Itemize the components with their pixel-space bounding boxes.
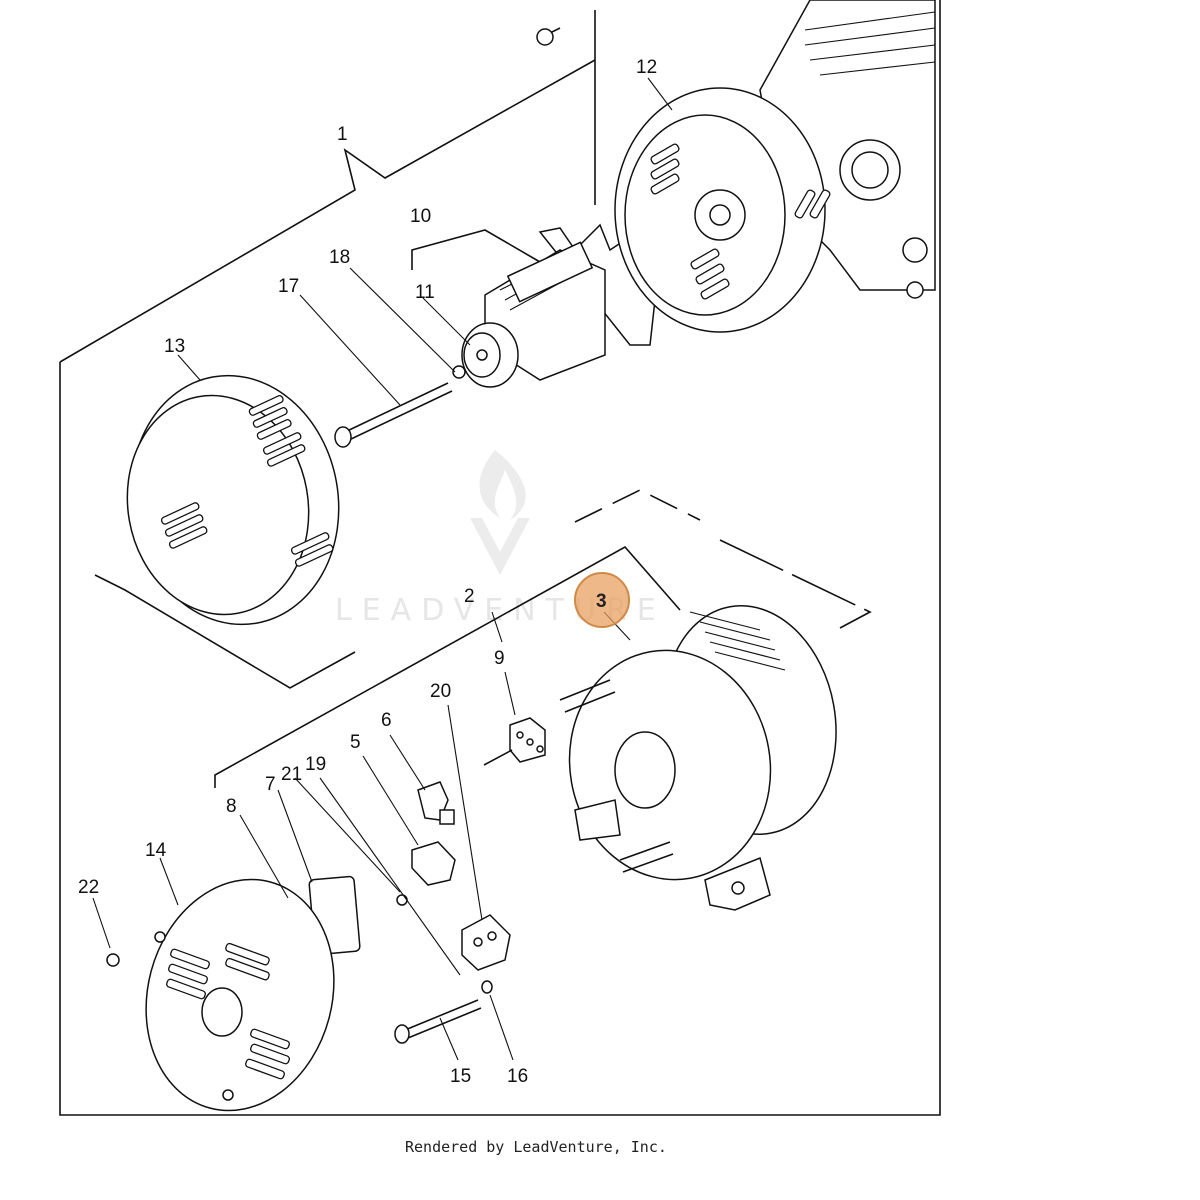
callout-21: 21 [281, 764, 302, 785]
callout-12: 12 [636, 57, 657, 78]
through-bolt-part [334, 382, 453, 448]
callout-15: 15 [450, 1066, 471, 1087]
callout-18: 18 [329, 247, 350, 268]
callout-10: 10 [410, 206, 431, 227]
bracket-assembly-1 [59, 10, 596, 363]
callout-14: 14 [145, 840, 167, 861]
washer-16-part [481, 980, 493, 994]
highlight-marker[interactable] [574, 572, 630, 628]
leader-lines [92, 77, 673, 1061]
highlighted-callout-3[interactable]: 3 [574, 572, 630, 628]
band-cover-vents [160, 395, 334, 567]
end-housing-vents [650, 143, 831, 300]
callout-11: 11 [415, 282, 435, 303]
callout-19: 19 [305, 754, 326, 775]
rectifier-part [411, 841, 456, 886]
end-cover-vents [166, 942, 290, 1080]
callout-5: 5 [350, 732, 361, 753]
screw-top-part [536, 27, 561, 46]
stator-part [559, 605, 837, 911]
callout-9: 9 [494, 648, 505, 669]
diagram-frame [59, 0, 941, 1116]
nut-part [452, 365, 466, 379]
end-housing-part [614, 0, 936, 333]
callout-6: 6 [381, 710, 392, 731]
callout-7: 7 [265, 774, 276, 795]
screw-22-part [106, 953, 120, 967]
callout-8: 8 [226, 796, 237, 817]
end-cover-part [145, 878, 335, 1112]
screw-19-part [396, 894, 408, 906]
terminal-block-part [483, 717, 546, 766]
callout-20: 20 [430, 681, 451, 702]
bracket-assembly-10 [411, 229, 541, 270]
bracket-assembly-stator-cover [94, 489, 872, 689]
bracket-assembly-2 [214, 545, 681, 788]
diode-assembly-part [461, 914, 511, 971]
callout-22: 22 [78, 877, 99, 898]
callout-2: 2 [464, 586, 475, 607]
brush-holder-part [417, 781, 455, 825]
long-bolt-15-part [394, 999, 482, 1044]
callout-labels: 1 2 5 6 7 8 9 10 11 12 13 14 15 16 17 18… [78, 57, 657, 1087]
callout-16: 16 [507, 1066, 528, 1087]
callout-13: 13 [164, 336, 185, 357]
callout-1: 1 [337, 124, 348, 145]
rendered-by-footer: Rendered by LeadVenture, Inc. [405, 1138, 667, 1156]
callout-3[interactable]: 3 [596, 591, 607, 612]
band-cover-part [126, 374, 340, 626]
callout-17: 17 [278, 276, 299, 297]
